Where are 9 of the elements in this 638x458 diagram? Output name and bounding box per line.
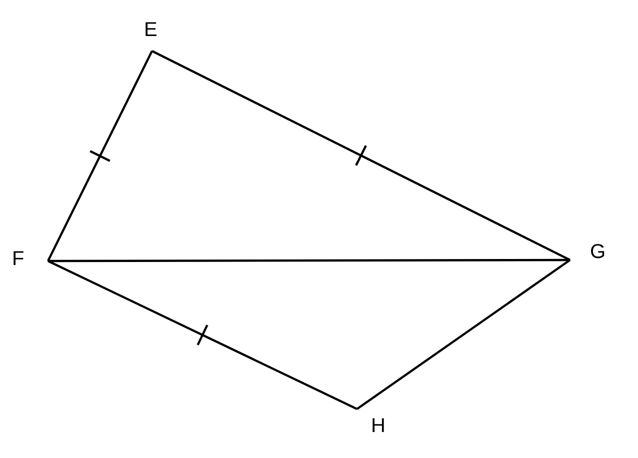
line-segment [356, 259, 571, 410]
vertex-label: H [357, 409, 393, 439]
line-segment [48, 260, 358, 410]
line-segment [47, 50, 153, 262]
vertex-label: F [12, 248, 48, 270]
vertex-label: G [570, 241, 610, 263]
vertex-label: E [144, 19, 162, 51]
line-segment [152, 50, 570, 261]
line-segment [48, 258, 570, 262]
